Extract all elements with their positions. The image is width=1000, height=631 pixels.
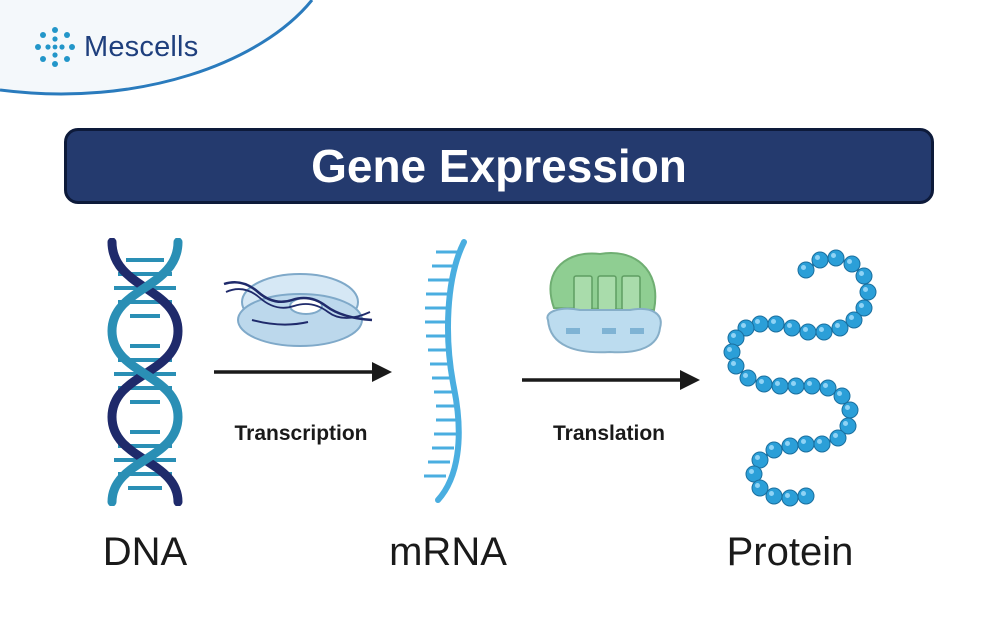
arrow-right-icon <box>214 362 392 382</box>
bead-highlight <box>755 483 760 488</box>
bead-highlight <box>775 381 780 386</box>
mrna-label: mRNA <box>389 530 507 574</box>
bead-highlight <box>847 259 852 264</box>
bead-highlight <box>787 323 792 328</box>
dna-label: DNA <box>102 530 188 574</box>
amino-acid-bead <box>841 401 859 419</box>
amino-acid-bead <box>755 375 773 393</box>
bead-highlight <box>807 381 812 386</box>
bead-highlight <box>803 327 808 332</box>
bead-highlight <box>815 255 820 260</box>
amino-acid-bead <box>819 379 837 397</box>
bead-highlight <box>731 361 736 366</box>
bead-highlight <box>843 421 848 426</box>
bead-highlight <box>837 391 842 396</box>
amino-acid-bead <box>833 387 851 405</box>
amino-acid-bead <box>799 323 817 341</box>
amino-acid-bead <box>781 437 799 455</box>
dna-helix-icon <box>107 238 183 506</box>
bead-highlight <box>823 383 828 388</box>
amino-acid-bead <box>829 429 847 447</box>
amino-acid-bead <box>751 315 769 333</box>
mrna-strand-icon <box>424 239 467 503</box>
amino-acid-bead <box>751 479 769 497</box>
bead-highlight <box>849 315 854 320</box>
bead-highlight <box>749 469 754 474</box>
bead-highlight <box>731 333 736 338</box>
bead-highlight <box>785 441 790 446</box>
amino-acid-bead <box>771 377 789 395</box>
bead-highlight <box>859 271 864 276</box>
bead-highlight <box>741 323 746 328</box>
amino-acid-bead <box>815 323 833 341</box>
ribosome-icon <box>546 252 662 354</box>
amino-acid-bead <box>803 377 821 395</box>
bead-highlight <box>845 405 850 410</box>
bead-highlight <box>759 379 764 384</box>
mescells-logo-icon <box>35 27 75 67</box>
brand-name: Mescells <box>84 30 199 63</box>
bead-highlight <box>755 319 760 324</box>
amino-acid-bead <box>843 255 861 273</box>
amino-acid-bead <box>767 315 785 333</box>
bead-highlight <box>785 493 790 498</box>
amino-acid-bead <box>797 261 815 279</box>
amino-acid-bead <box>739 369 757 387</box>
bead-highlight <box>801 265 806 270</box>
amino-acid-bead <box>781 489 799 507</box>
amino-acid-bead <box>727 329 745 347</box>
amino-acid-bead <box>831 319 849 337</box>
bead-highlight <box>859 303 864 308</box>
bead-highlight <box>835 323 840 328</box>
bead-highlight <box>819 327 824 332</box>
bead-highlight <box>769 445 774 450</box>
translation-label: Translation <box>552 422 666 445</box>
bead-highlight <box>743 373 748 378</box>
amino-acid-bead <box>797 435 815 453</box>
bead-highlight <box>755 455 760 460</box>
brand-logo[interactable]: Mescells <box>34 26 198 68</box>
amino-acid-bead <box>723 343 741 361</box>
bead-highlight <box>791 381 796 386</box>
bead-highlight <box>817 439 822 444</box>
bead-highlight <box>863 287 868 292</box>
protein-chain-icon <box>723 249 877 507</box>
bead-highlight <box>801 439 806 444</box>
amino-acid-bead <box>859 283 877 301</box>
title-banner: Gene Expression <box>64 128 934 204</box>
amino-acid-bead <box>765 441 783 459</box>
bead-highlight <box>833 433 838 438</box>
bead-highlight <box>831 253 836 258</box>
amino-acid-bead <box>827 249 845 267</box>
transcription-label: Transcription <box>234 422 368 445</box>
amino-acid-bead <box>765 487 783 505</box>
arrow-right-icon <box>522 370 700 390</box>
amino-acid-bead <box>787 377 805 395</box>
bead-highlight <box>769 491 774 496</box>
bead-highlight <box>727 347 732 352</box>
amino-acid-bead <box>813 435 831 453</box>
amino-acid-bead <box>845 311 863 329</box>
amino-acid-bead <box>783 319 801 337</box>
rna-polymerase-icon <box>223 273 373 347</box>
bead-highlight <box>801 491 806 496</box>
bead-highlight <box>771 319 776 324</box>
amino-acid-bead <box>727 357 745 375</box>
page-title: Gene Expression <box>311 140 687 192</box>
amino-acid-bead <box>811 251 829 269</box>
amino-acid-bead <box>797 487 815 505</box>
protein-label: Protein <box>726 530 854 574</box>
amino-acid-bead <box>855 267 873 285</box>
